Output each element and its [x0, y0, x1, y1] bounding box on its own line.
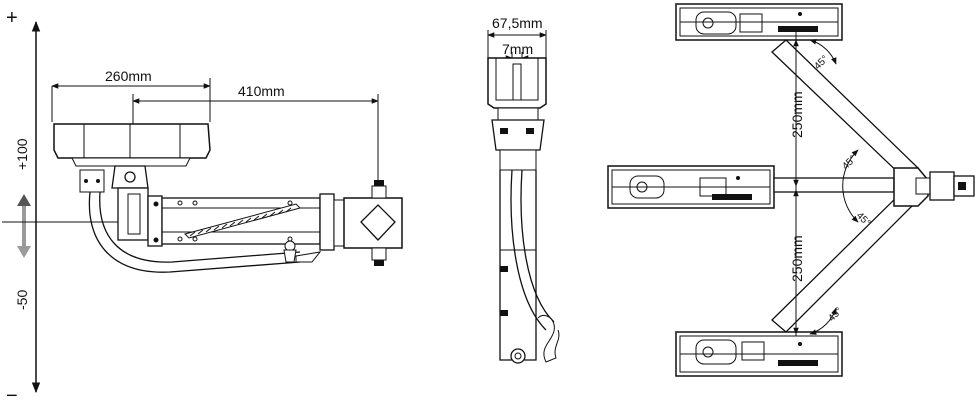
angle-mid-upper: 45°	[840, 154, 858, 172]
dim-250-lower: 250mm	[789, 235, 805, 282]
top-pad-middle	[607, 165, 775, 209]
top-view: 250mm 250mm 45° 45° 45° 45°	[607, 3, 975, 377]
axis-lower-label: -50	[14, 290, 30, 310]
axis-upper-label: +100	[14, 138, 30, 170]
top-arms	[771, 32, 975, 336]
gray-adjust-arrow-icon	[17, 194, 31, 258]
dim-260: 260mm	[105, 68, 152, 84]
side-pivot	[79, 165, 149, 193]
front-view: 67,5mm 7mm	[487, 15, 560, 364]
axis-minus-symbol: −	[6, 385, 18, 404]
height-axis: + − +100 -50	[2, 7, 120, 407]
top-pad-lower	[675, 331, 843, 377]
side-view: 260mm 410mm	[51, 68, 403, 273]
side-pad	[53, 123, 211, 167]
side-arm	[117, 187, 345, 263]
axis-plus-symbol: +	[6, 7, 18, 29]
dim-410: 410mm	[238, 83, 285, 99]
side-head	[343, 180, 403, 266]
dim-7: 7mm	[502, 41, 533, 57]
top-pad-upper	[675, 3, 843, 41]
dim-250-upper: 250mm	[789, 91, 805, 138]
dim-67-5: 67,5mm	[492, 15, 543, 31]
